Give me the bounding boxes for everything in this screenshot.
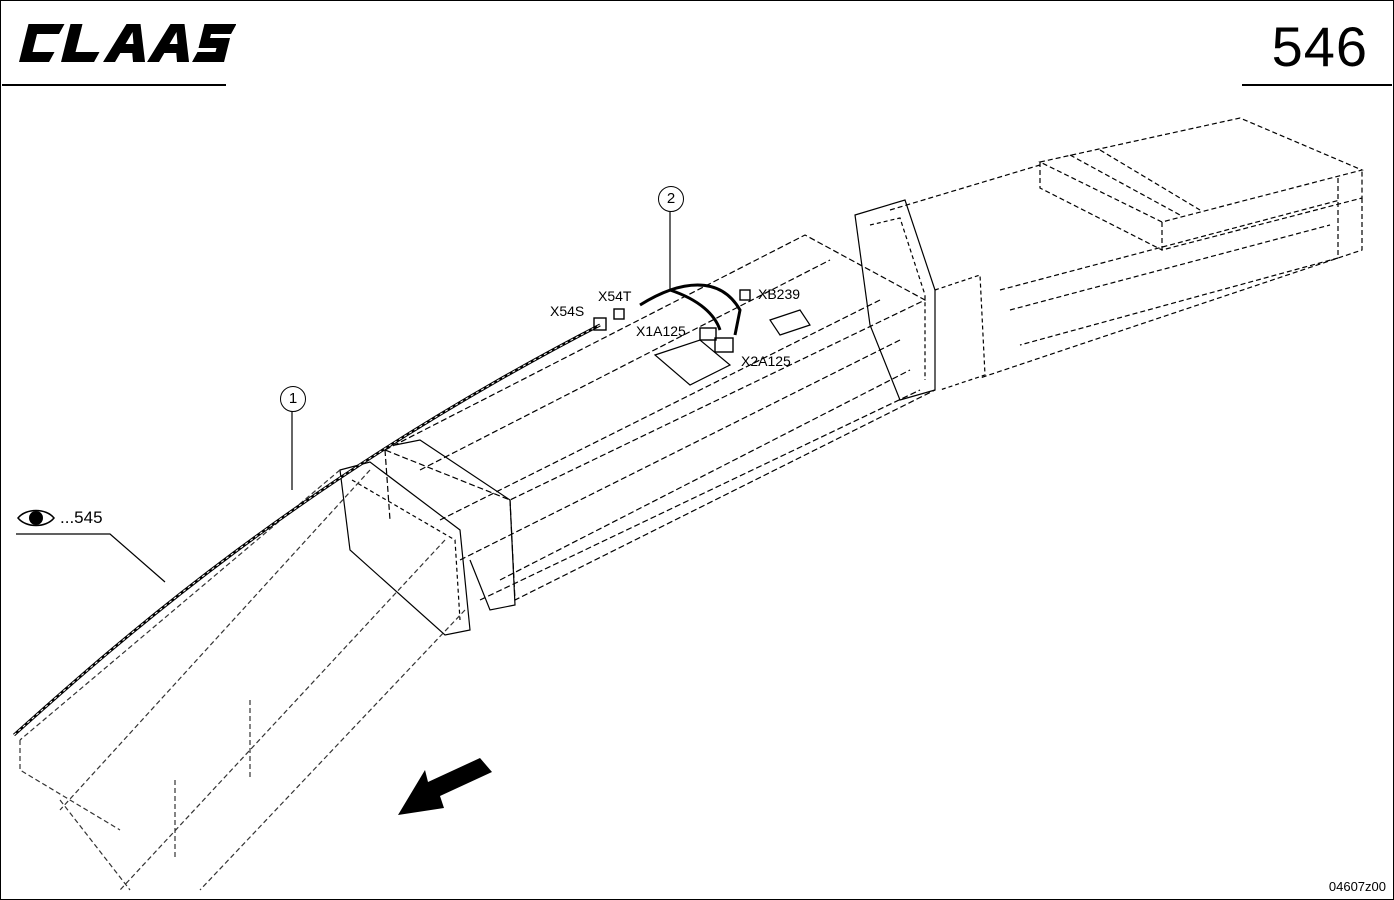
control-unit-bracket (653, 339, 732, 386)
page-number: 546 (1271, 15, 1368, 78)
front-flange (339, 439, 516, 636)
frame-section-center (383, 234, 936, 601)
connector-x54s (593, 317, 607, 331)
claas-logo (19, 24, 236, 62)
label-x1a125: X1A125 (636, 323, 686, 339)
middle-flange (854, 199, 986, 401)
connector-x54t (613, 308, 625, 320)
drawing-code: 04607z00 (1328, 879, 1386, 894)
connector-x1a125 (699, 327, 717, 341)
cable-harness-2 (639, 283, 742, 336)
label-x54t: X54T (598, 288, 632, 304)
leader-reference (16, 533, 166, 583)
callout-item-2: 2 (658, 186, 684, 212)
frame-section-front (19, 469, 466, 891)
frame-section-rear (889, 117, 1364, 379)
connector-xb239 (739, 289, 751, 301)
eye-icon (17, 509, 55, 527)
page-number-underline (1242, 84, 1392, 86)
label-x54s: X54S (550, 303, 585, 319)
callout-item-1: 1 (280, 386, 306, 412)
connector-x2a125 (714, 337, 734, 353)
logo-underline (2, 84, 226, 86)
direction-arrow-icon (398, 758, 492, 815)
reference-page: ...545 (60, 508, 103, 527)
label-x2a125: X2A125 (741, 353, 791, 369)
label-xb239: XB239 (758, 286, 801, 302)
